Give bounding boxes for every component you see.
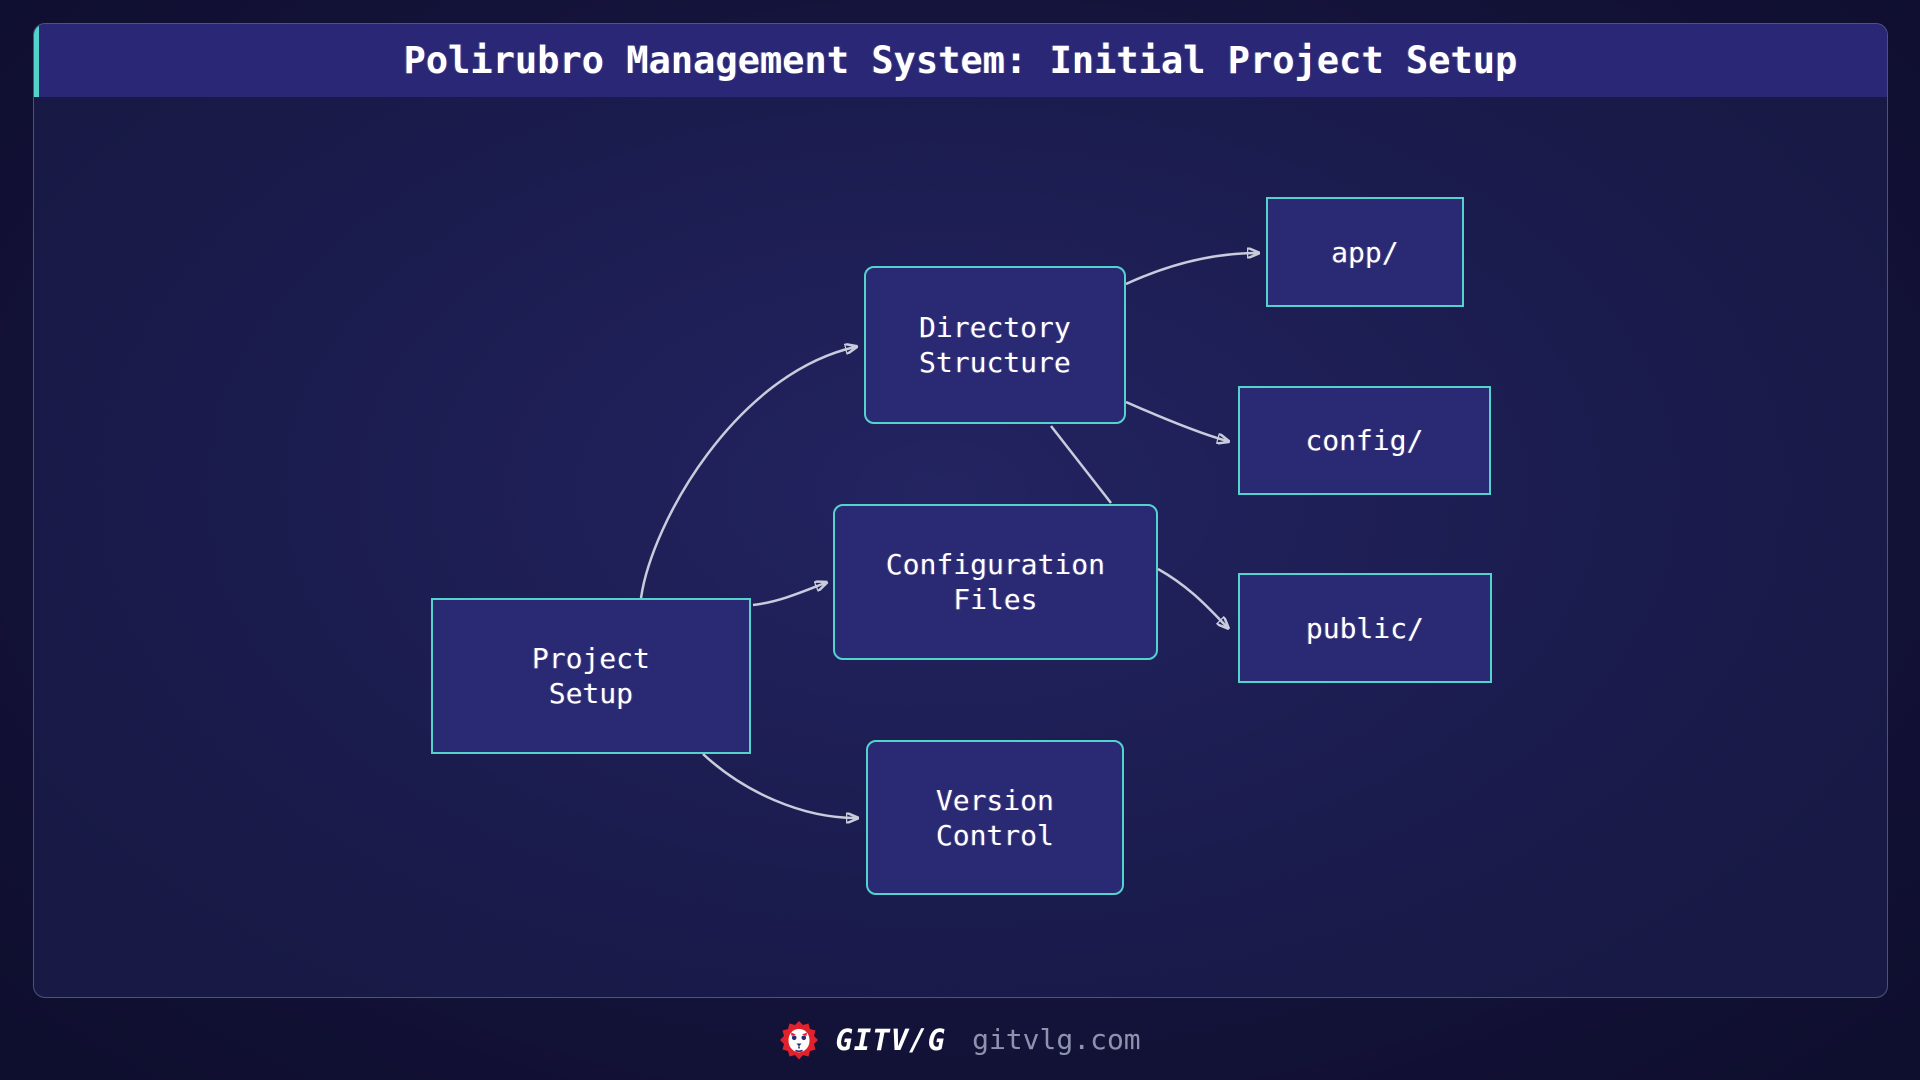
node-label: Version — [935, 783, 1054, 817]
node-config: config/ — [1238, 386, 1491, 495]
edge-project-setup-to-configuration-files — [752, 583, 825, 607]
node-configuration-files: Configuration Files — [833, 504, 1158, 660]
node-directory-structure: Directory Structure — [864, 266, 1126, 424]
node-project-setup: Project Setup — [431, 598, 751, 754]
node-label: Structure — [919, 346, 1071, 379]
title-bar: Polirubro Management System: Initial Pro… — [34, 24, 1887, 97]
edge-directory-structure-to-config — [1125, 400, 1227, 441]
page-title: Polirubro Management System: Initial Pro… — [403, 39, 1518, 82]
node-label: Configuration — [885, 548, 1106, 581]
node-version-control: Version Control — [866, 740, 1124, 895]
lion-icon — [780, 1020, 819, 1059]
edge-project-setup-to-directory-structure — [639, 347, 855, 599]
node-app: app/ — [1266, 197, 1464, 307]
edge-configuration-files-to-public — [1157, 567, 1227, 627]
node-label: Project — [531, 642, 650, 675]
diagram-edges-layer — [639, 24, 1888, 998]
node-label: config/ — [1305, 424, 1424, 457]
diagram-panel: Polirubro Management System: Initial Pro… — [33, 23, 1888, 998]
node-label: Setup — [548, 677, 634, 710]
node-label: Files — [953, 583, 1038, 616]
edge-directory-structure-to-configuration-files — [1050, 425, 1112, 504]
site-url: gitvlg.com — [972, 1023, 1141, 1056]
node-public: public/ — [1238, 573, 1492, 683]
node-label: public/ — [1305, 611, 1424, 645]
brand-name: GITV/G — [835, 1022, 947, 1057]
edge-project-setup-to-version-control — [702, 753, 856, 818]
edge-directory-structure-to-app — [1125, 253, 1257, 286]
node-label: Directory — [919, 311, 1071, 344]
node-label: Control — [935, 818, 1054, 852]
node-label: app/ — [1331, 235, 1399, 269]
footer: GITV/G gitvlg.com — [0, 999, 1920, 1080]
title-accent-bar — [34, 24, 39, 97]
